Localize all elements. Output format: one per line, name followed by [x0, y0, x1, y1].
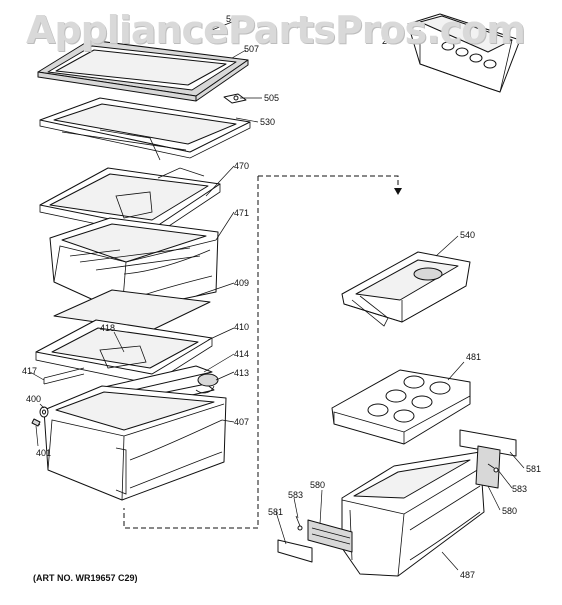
callout-470: 470 [234, 161, 249, 171]
callout-401: 401 [36, 448, 51, 458]
callout-530: 530 [260, 117, 275, 127]
callout-580-left: 580 [310, 480, 325, 490]
callout-581-left: 581 [268, 507, 283, 517]
callout-505-top: 505 [226, 14, 241, 24]
egg-tray-part [407, 13, 521, 93]
divider-part [331, 369, 471, 445]
deli-drawer-part [341, 451, 485, 577]
crisper-cover-part [39, 167, 221, 237]
callout-400: 400 [26, 394, 41, 404]
callout-409: 409 [234, 278, 249, 288]
glass-shelf-part [37, 39, 249, 102]
callout-583-left: 583 [288, 490, 303, 500]
callout-410: 410 [234, 322, 249, 332]
callout-581-right: 581 [526, 464, 541, 474]
callout-540: 540 [460, 230, 475, 240]
callout-583-right: 583 [512, 484, 527, 494]
callout-407: 407 [234, 417, 249, 427]
slide-parts [277, 429, 517, 563]
callout-471: 471 [234, 208, 249, 218]
callout-417: 417 [22, 366, 37, 376]
crisper-drawer-part [49, 217, 219, 313]
callout-413: 413 [234, 368, 249, 378]
callout-418: 418 [100, 323, 115, 333]
callout-487: 487 [460, 570, 475, 580]
leader-lines [29, 21, 525, 571]
small-fasteners [31, 406, 49, 427]
shelf-frame-part [39, 93, 251, 161]
art-number: (ART NO. WR19657 C29) [33, 573, 138, 583]
callout-tray: 2 [382, 36, 387, 46]
snack-pan-part [341, 251, 471, 327]
callout-580-right: 580 [502, 506, 517, 516]
callout-505: 505 [264, 93, 279, 103]
callout-481: 481 [466, 352, 481, 362]
callout-414: 414 [234, 349, 249, 359]
pan-frame-part [35, 319, 213, 385]
callout-507: 507 [244, 44, 259, 54]
pan-drawer-part [43, 385, 227, 501]
assembly-guide-lines [123, 175, 402, 529]
